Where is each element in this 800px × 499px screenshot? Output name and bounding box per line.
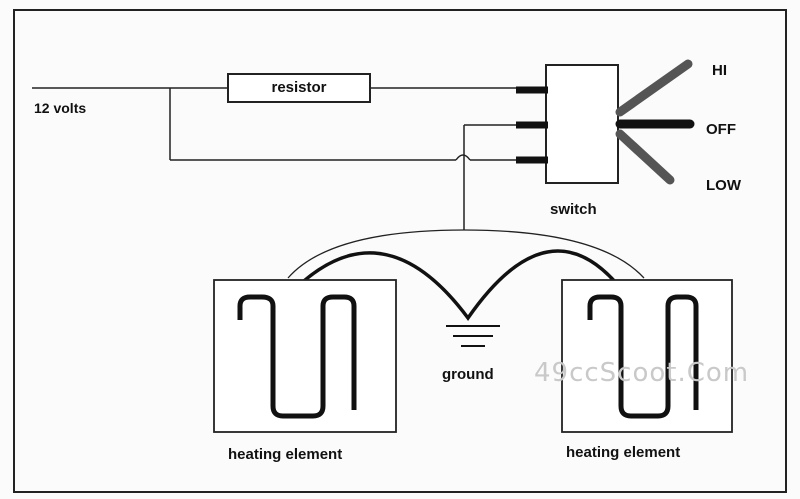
wire-crossover bbox=[455, 154, 471, 161]
heating-element-right-box bbox=[561, 279, 733, 433]
heating-coil-left bbox=[237, 294, 357, 419]
switch-body bbox=[545, 64, 619, 184]
hi-label: HI bbox=[712, 62, 727, 79]
heating-element-right-label: heating element bbox=[566, 444, 681, 461]
heating-element-left-box bbox=[213, 279, 397, 433]
ground-wire-arcs bbox=[286, 249, 624, 321]
lever-low bbox=[615, 129, 675, 185]
outer-frame bbox=[13, 9, 787, 493]
off-label: OFF bbox=[706, 121, 736, 138]
low-label: LOW bbox=[706, 177, 741, 194]
heating-coil-right bbox=[587, 294, 699, 419]
voltage-label: 12 volts bbox=[34, 100, 87, 116]
switch-label: switch bbox=[550, 201, 597, 218]
lever-hi bbox=[615, 59, 693, 117]
watermark: 49ccScoot.Com bbox=[534, 358, 750, 388]
feed-wire-arc bbox=[287, 229, 645, 279]
resistor-body bbox=[227, 73, 371, 103]
ground-label: ground bbox=[442, 366, 494, 383]
resistor-label: resistor bbox=[271, 79, 327, 96]
heating-element-left-label: heating element bbox=[228, 446, 343, 463]
